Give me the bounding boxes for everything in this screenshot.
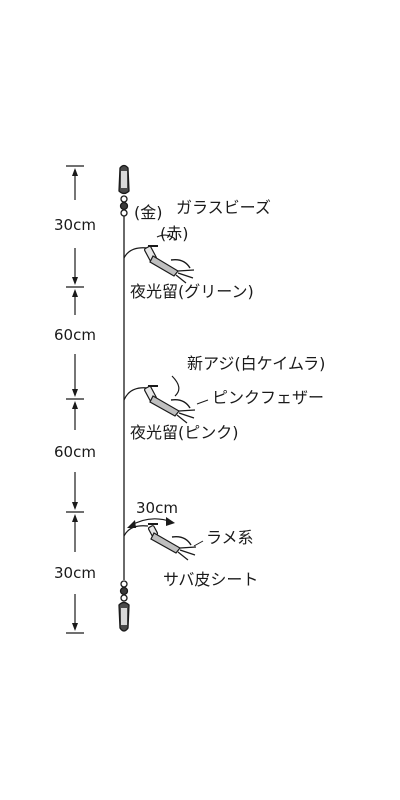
arrow-down-icon: [72, 623, 78, 631]
lure-body: [149, 255, 179, 277]
branch-length-label: 30cm: [136, 499, 178, 517]
luminous-stopper-label: 夜光留(グリーン): [130, 282, 254, 301]
mackerel-skin-label: サバ皮シート: [163, 570, 258, 589]
arrow-down-icon: [72, 502, 78, 510]
arrow-up-icon: [72, 514, 78, 522]
arrow-up-icon: [72, 401, 78, 409]
arrow-right-icon: [166, 517, 175, 526]
swivel-top-icon: [118, 164, 130, 217]
arrow-left-icon: [127, 520, 136, 528]
bead-color-label: (金): [134, 203, 163, 222]
hook-branch-1: [123, 234, 195, 284]
dimension-line: [66, 165, 84, 634]
glass-beads-label: ガラスビーズ: [176, 198, 271, 217]
arrow-up-icon: [72, 168, 78, 176]
segment-length-label: 60cm: [54, 443, 96, 461]
lure-body: [150, 532, 181, 554]
feather-tuft: [177, 546, 197, 561]
feather-tuft: [175, 269, 195, 284]
thread-color-label: (赤): [160, 224, 189, 243]
dimension-arrows: [72, 168, 78, 631]
thread-loop: [156, 234, 177, 241]
hook-icon: [171, 535, 192, 546]
lure-label: 新アジ(白ケイムラ): [187, 354, 325, 373]
segment-length-label: 30cm: [54, 216, 96, 234]
leader-curve: [171, 375, 180, 397]
arrow-down-icon: [72, 277, 78, 285]
segment-length-label: 30cm: [54, 564, 96, 582]
hook-icon: [170, 398, 191, 409]
lure-body: [149, 395, 180, 417]
feather-tuft: [176, 409, 196, 424]
label-pointers: [193, 399, 209, 547]
luminous-stopper-label: 夜光留(ピンク): [130, 423, 239, 442]
hook-branch-2: [123, 375, 196, 424]
hook-icon: [170, 258, 191, 269]
hook-branch-3: [123, 523, 197, 561]
lame-thread-label: ラメ系: [206, 528, 254, 547]
arrow-down-icon: [72, 389, 78, 397]
swivel-bottom-icon: [118, 580, 130, 632]
arrow-up-icon: [72, 289, 78, 297]
pink-feather-label: ピンクフェザー: [212, 388, 324, 407]
segment-length-label: 60cm: [54, 326, 96, 344]
